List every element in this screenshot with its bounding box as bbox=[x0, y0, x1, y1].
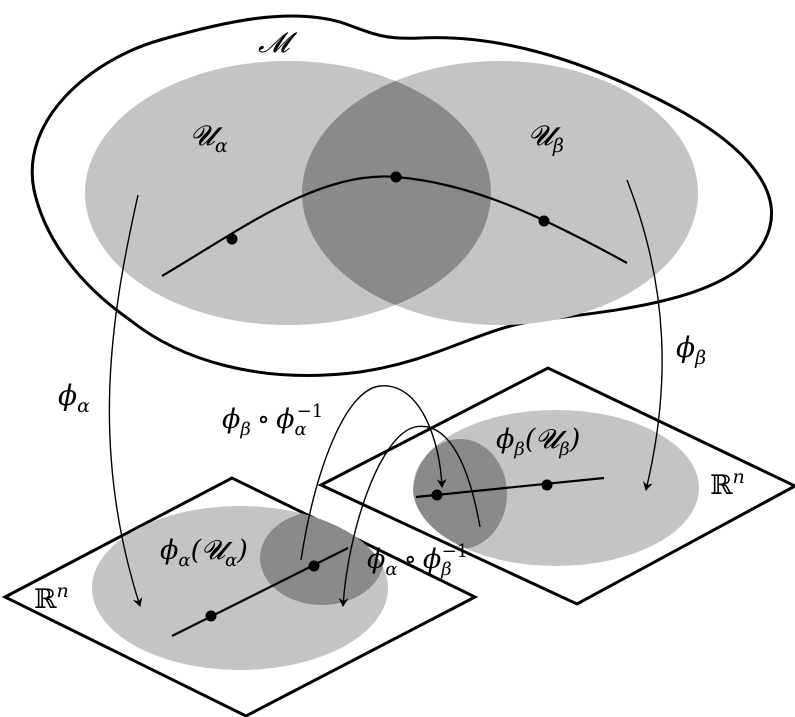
manifold-label: 𝓜 bbox=[258, 26, 298, 59]
phi-alpha-arrow bbox=[108, 194, 143, 607]
image-beta-point-right bbox=[541, 479, 553, 491]
curve-point-middle bbox=[390, 171, 402, 183]
curve-point-left bbox=[226, 233, 238, 245]
image-beta-point-left bbox=[431, 489, 443, 501]
manifold-outline bbox=[30, 14, 773, 377]
overlap-region bbox=[302, 61, 491, 325]
curve-point-right bbox=[538, 215, 550, 227]
image-alpha-point-left bbox=[205, 610, 217, 622]
image-alpha-curve bbox=[171, 547, 349, 637]
image-alpha-overlap bbox=[260, 511, 384, 605]
phi-beta-arrow bbox=[626, 179, 663, 491]
image-alpha-point-right bbox=[308, 560, 320, 572]
transition-bottom-label: ϕα∘ϕβ−1 bbox=[367, 541, 468, 580]
phi-beta-label: ϕβ bbox=[676, 331, 706, 369]
transition-top-label: ϕβ∘ϕα−1 bbox=[222, 401, 323, 440]
transition-beta-alpha-arrow bbox=[300, 385, 447, 561]
transition-alpha-beta-arrow bbox=[338, 425, 481, 607]
phi-alpha-label: ϕα bbox=[58, 379, 90, 417]
image-beta-overlap bbox=[413, 439, 507, 549]
rn-right-label: ℝn bbox=[710, 466, 745, 501]
rn-left-label: ℝn bbox=[34, 580, 69, 615]
image-beta-curve bbox=[415, 476, 605, 499]
image-beta-label: ϕβ(𝓤β) bbox=[496, 424, 580, 460]
image-alpha-label: ϕα(𝓤α) bbox=[160, 535, 248, 571]
